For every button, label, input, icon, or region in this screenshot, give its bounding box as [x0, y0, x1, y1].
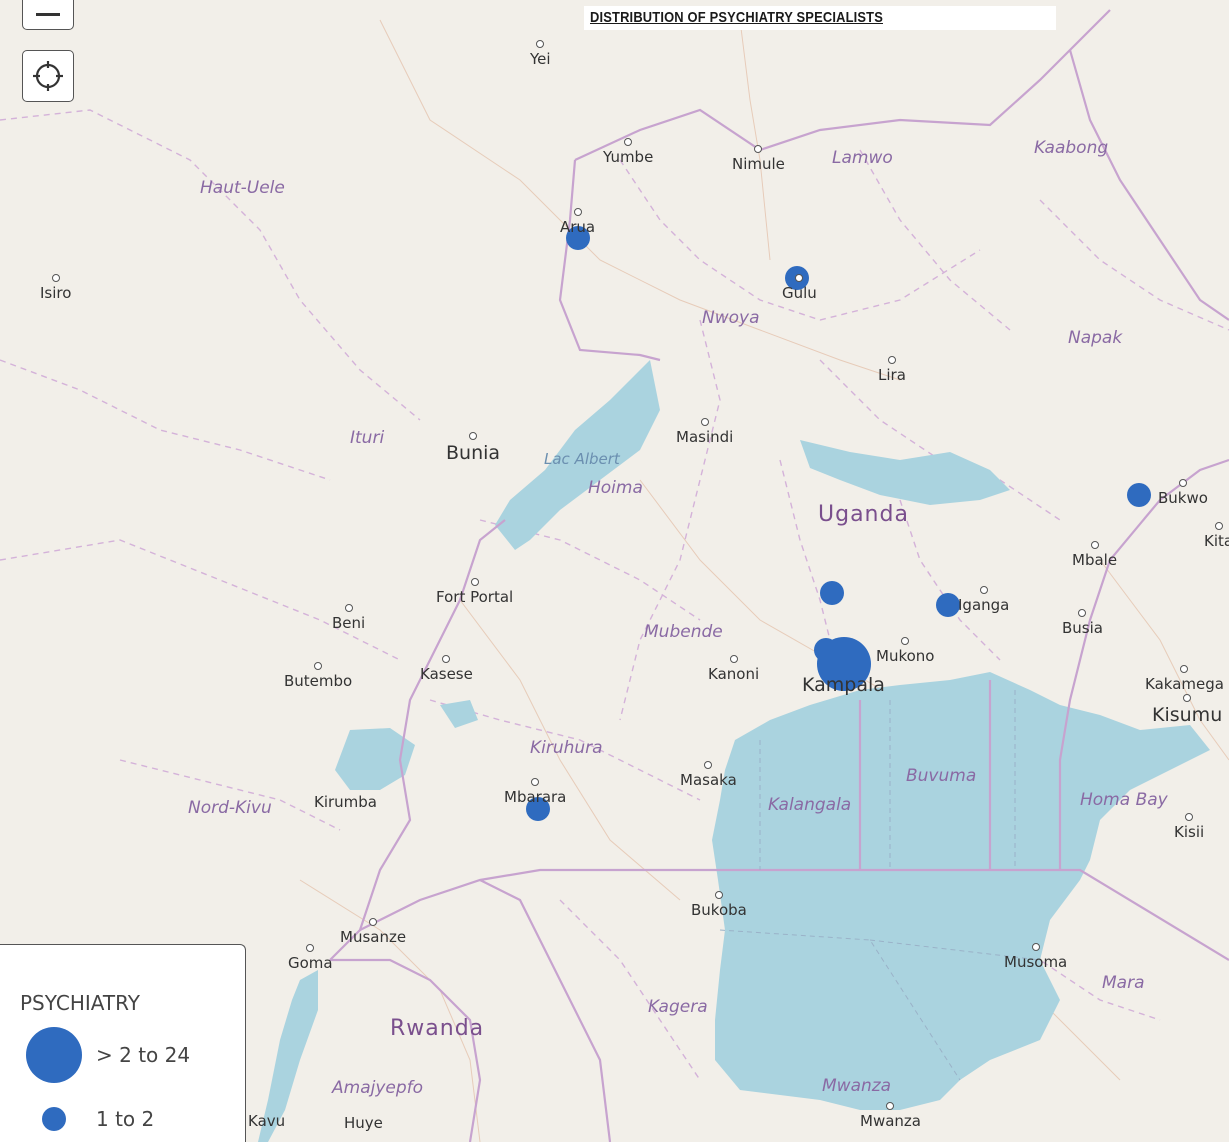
place-label: Lamwo	[832, 148, 893, 168]
legend-large-label: > 2 to 24	[96, 1043, 191, 1067]
place-label: Bukoba	[691, 891, 747, 919]
place-label: Ituri	[350, 428, 385, 448]
legend-item-large: > 2 to 24	[26, 1027, 190, 1083]
national-borders	[329, 9, 1229, 1142]
admin-boundaries	[0, 109, 1229, 1081]
place-label: Masaka	[680, 761, 737, 789]
place-label: Kisumu	[1152, 694, 1223, 726]
legend-item-small: 1 to 2	[26, 1107, 154, 1131]
marker-kampala-large[interactable]	[817, 637, 871, 691]
place-label: Kaabong	[1034, 138, 1109, 158]
place-label: Mbale	[1072, 541, 1118, 569]
place-label: Kasese	[420, 655, 473, 683]
place-label: Mbarara	[504, 778, 567, 806]
marker-iganga[interactable]	[936, 593, 960, 617]
place-label: Iganga	[958, 586, 1010, 614]
minus-icon	[36, 13, 60, 16]
place-label: Rwanda	[390, 1016, 485, 1041]
place-label: Mubende	[644, 622, 723, 642]
place-label: Arua	[560, 208, 596, 236]
lake-albert	[495, 360, 660, 550]
place-label: Kisii	[1174, 813, 1205, 841]
place-label: Amajyepfo	[332, 1078, 424, 1098]
place-label: Fort Portal	[436, 578, 514, 606]
place-label: Bunia	[446, 432, 501, 464]
place-label: Mwanza	[860, 1102, 921, 1130]
map-title: DISTRIBUTION OF PSYCHIATRY SPECIALISTS	[590, 9, 883, 26]
legend-small-label: 1 to 2	[96, 1107, 155, 1131]
place-label: Buvuma	[906, 766, 977, 786]
place-label: Nwoya	[702, 308, 760, 328]
place-label: Kagera	[648, 997, 708, 1017]
place-label: Huye	[344, 1114, 383, 1132]
place-label: Yumbe	[603, 138, 654, 166]
place-label: Kavu	[248, 1112, 286, 1130]
place-label: Lira	[878, 356, 906, 384]
place-label: Bukwo	[1158, 479, 1208, 507]
place-label: Isiro	[40, 274, 72, 302]
crosshair-icon	[33, 61, 63, 91]
marker-arua[interactable]	[566, 226, 590, 250]
place-label: Mara	[1102, 973, 1145, 993]
place-label: Kakamega	[1145, 665, 1224, 693]
place-label: Kampala	[802, 674, 885, 696]
place-label: Haut-Uele	[200, 178, 285, 198]
place-label: Goma	[288, 944, 333, 972]
place-label: Kanoni	[708, 655, 760, 683]
legend: PSYCHIATRY > 2 to 24 1 to 2	[0, 944, 246, 1142]
zoom-out-button[interactable]	[22, 0, 74, 30]
lake-districts	[719, 690, 1041, 1081]
marker-north-kampala[interactable]	[820, 581, 844, 605]
legend-large-circle-icon	[26, 1027, 82, 1083]
marker-bukwo[interactable]	[1127, 483, 1151, 507]
place-label: Butembo	[284, 662, 353, 690]
place-label: Lac Albert	[544, 450, 620, 468]
lake-victoria	[712, 672, 1210, 1110]
place-label: Homa Bay	[1080, 790, 1168, 810]
place-label: Kalangala	[768, 795, 852, 815]
legend-title: PSYCHIATRY	[20, 991, 140, 1015]
place-label: Kirumba	[314, 793, 378, 811]
legend-small-circle-icon	[42, 1107, 66, 1131]
place-label: Napak	[1068, 328, 1123, 348]
place-label: Musanze	[340, 918, 407, 946]
place-label: Uganda	[818, 502, 909, 527]
marker-mbarara[interactable]	[526, 797, 550, 821]
place-label: Busia	[1062, 609, 1103, 637]
place-label: Masindi	[676, 418, 734, 446]
lake-kyoga	[800, 440, 1010, 505]
lake-edward-george	[335, 700, 478, 790]
place-label: Nord-Kivu	[188, 798, 272, 818]
place-label: Mukono	[876, 637, 935, 665]
place-label: Kita	[1204, 522, 1229, 550]
place-label: Yei	[530, 40, 551, 68]
place-label: Mwanza	[822, 1076, 892, 1096]
place-label: Kiruhura	[530, 738, 603, 758]
markers	[526, 226, 1151, 821]
place-label: Nimule	[732, 145, 785, 173]
place-label: Musoma	[1004, 943, 1068, 971]
place-label: Gulu	[782, 274, 817, 302]
map-title-box: DISTRIBUTION OF PSYCHIATRY SPECIALISTS	[584, 6, 1056, 30]
place-label: Hoima	[588, 478, 643, 498]
lake-kivu	[258, 970, 318, 1142]
place-label: Beni	[332, 604, 366, 632]
locate-button[interactable]	[22, 50, 74, 102]
